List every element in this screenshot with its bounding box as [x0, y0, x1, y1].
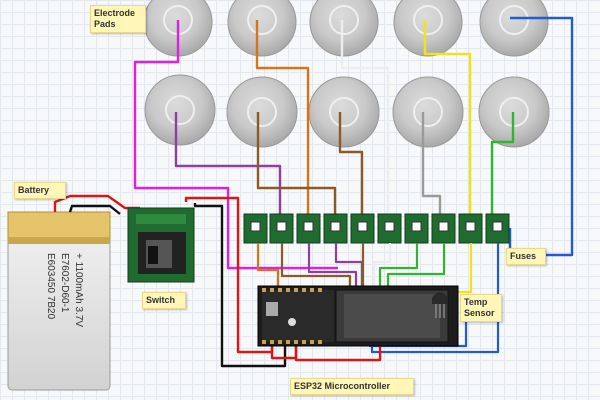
- label-fuses: Fuses: [506, 248, 546, 265]
- wire-orange: [255, 20, 310, 228]
- wire-brown: [256, 112, 337, 228]
- battery-text-line: E603450 7B20: [45, 253, 56, 320]
- wire-white: [340, 20, 390, 228]
- label-battery: Battery: [14, 182, 66, 199]
- fuse: [243, 213, 268, 244]
- battery-label: + 1100mAh 3.7V E7602-D60-1 E603450 7B20: [45, 253, 84, 327]
- electrode-pad: [309, 0, 379, 57]
- pad-wires: [133, 16, 574, 270]
- temp-sensor: [432, 292, 448, 318]
- electrode-pad: [393, 0, 463, 57]
- label-switch: Switch: [142, 292, 186, 309]
- electrode-pad: [392, 76, 464, 148]
- electrode-pad: [144, 74, 216, 146]
- electrode-pad: [479, 0, 549, 57]
- wire-purple: [174, 112, 282, 228]
- esp32-board: [257, 285, 459, 347]
- wire-gray: [421, 112, 442, 228]
- fuse: [431, 213, 456, 244]
- electrode-pad: [226, 76, 298, 148]
- wire-green: [490, 112, 515, 228]
- fuse: [350, 213, 375, 244]
- fuse: [323, 213, 348, 244]
- label-electrode-pads: Electrode Pads: [90, 5, 146, 33]
- wire-magenta: [133, 20, 338, 270]
- label-esp32: ESP32 Microcontroller: [290, 378, 414, 395]
- fuse-row: [243, 213, 510, 244]
- fuse: [269, 213, 294, 244]
- wire-yellow: [423, 20, 472, 228]
- electrode-pad: [227, 0, 297, 57]
- fuse: [296, 213, 321, 244]
- label-temp-sensor: Temp Sensor: [460, 294, 502, 322]
- battery-text-line: + 1100mAh 3.7V: [73, 253, 84, 327]
- fuse: [404, 213, 429, 244]
- fuse: [458, 213, 483, 244]
- battery-text-line: E7602-D60-1: [59, 253, 70, 313]
- fuse: [485, 213, 510, 244]
- switch: [127, 207, 195, 283]
- wire-blue-top: [508, 16, 574, 257]
- electrode-pad: [308, 76, 380, 148]
- wire-brown-2: [338, 112, 364, 228]
- battery: + 1100mAh 3.7V E7602-D60-1 E603450 7B20: [7, 211, 111, 391]
- fuse: [377, 213, 402, 244]
